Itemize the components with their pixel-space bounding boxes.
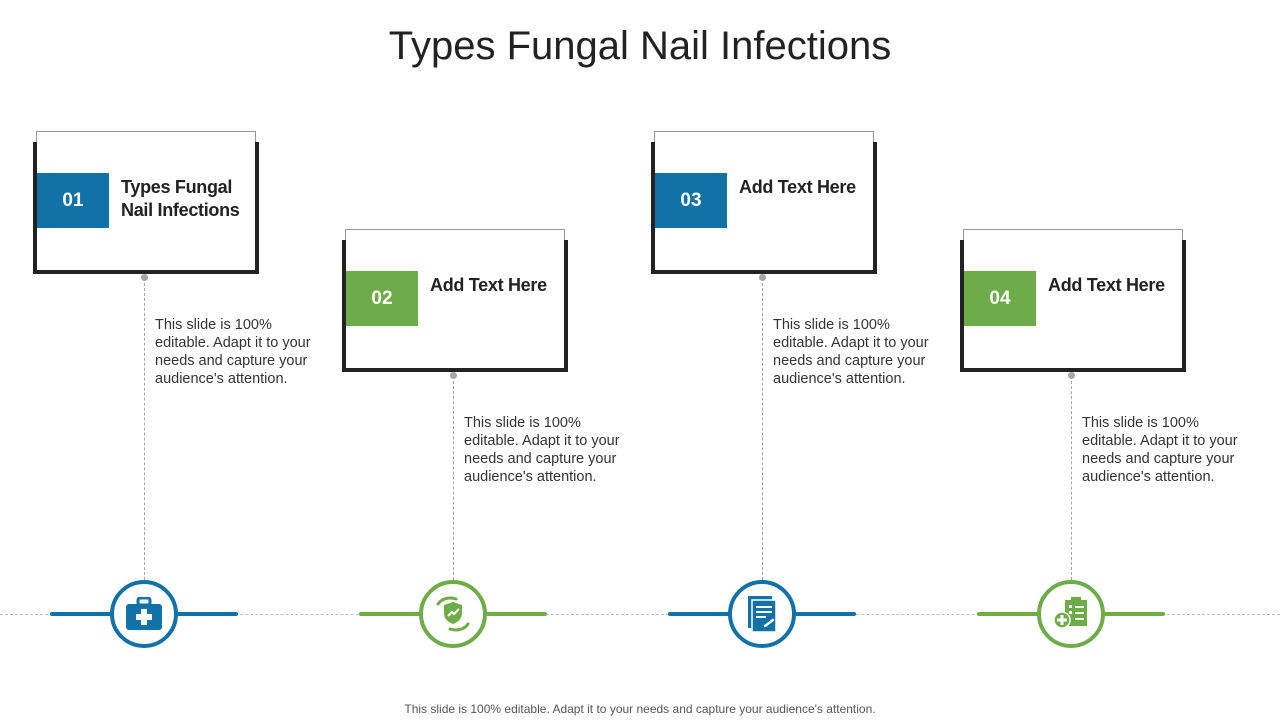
connector-line-2 — [453, 376, 454, 580]
connector-dot-4 — [1068, 372, 1075, 379]
connector-dot-2 — [450, 372, 457, 379]
connector-line-1 — [144, 278, 145, 580]
connector-line-4 — [1071, 376, 1072, 580]
slide-title: Types Fungal Nail Infections — [388, 24, 892, 68]
step-description-4: This slide is 100% editable. Adapt it to… — [1082, 415, 1238, 485]
step-number-badge: 03 — [655, 173, 727, 228]
step-icon-ring-4 — [1037, 580, 1105, 648]
step-icon-ring-3 — [728, 580, 796, 648]
step-number-badge: 01 — [37, 173, 109, 228]
slide-footer: This slide is 100% editable. Adapt it to… — [404, 702, 876, 716]
document-wrench-icon — [748, 596, 777, 633]
step-card-2: 02 Add Text Here — [342, 229, 568, 372]
step-label: Types Fungal Nail Infections — [121, 177, 240, 220]
connector-dot-1 — [141, 274, 148, 281]
step-card-1: 01 Types Fungal Nail Infections — [33, 131, 259, 274]
step-number-badge: 04 — [964, 271, 1036, 326]
step-label: Add Text Here — [430, 275, 547, 295]
connector-dot-3 — [759, 274, 766, 281]
step-number-badge: 02 — [346, 271, 418, 326]
step-label: Add Text Here — [739, 177, 856, 197]
step-label: Add Text Here — [1048, 275, 1165, 295]
health-checklist-icon — [1053, 597, 1087, 629]
step-icon-ring-1 — [110, 580, 178, 648]
timeline-axis — [0, 614, 1280, 615]
step-card-3: 03 Add Text Here — [651, 131, 877, 274]
step-description-1: This slide is 100% editable. Adapt it to… — [155, 317, 311, 387]
step-icon-ring-2 — [419, 580, 487, 648]
connector-line-3 — [762, 278, 763, 580]
step-description-3: This slide is 100% editable. Adapt it to… — [773, 317, 929, 387]
step-description-2: This slide is 100% editable. Adapt it to… — [464, 415, 620, 485]
medical-kit-icon — [126, 597, 162, 630]
step-card-4: 04 Add Text Here — [960, 229, 1186, 372]
hand-shield-icon — [436, 596, 470, 632]
